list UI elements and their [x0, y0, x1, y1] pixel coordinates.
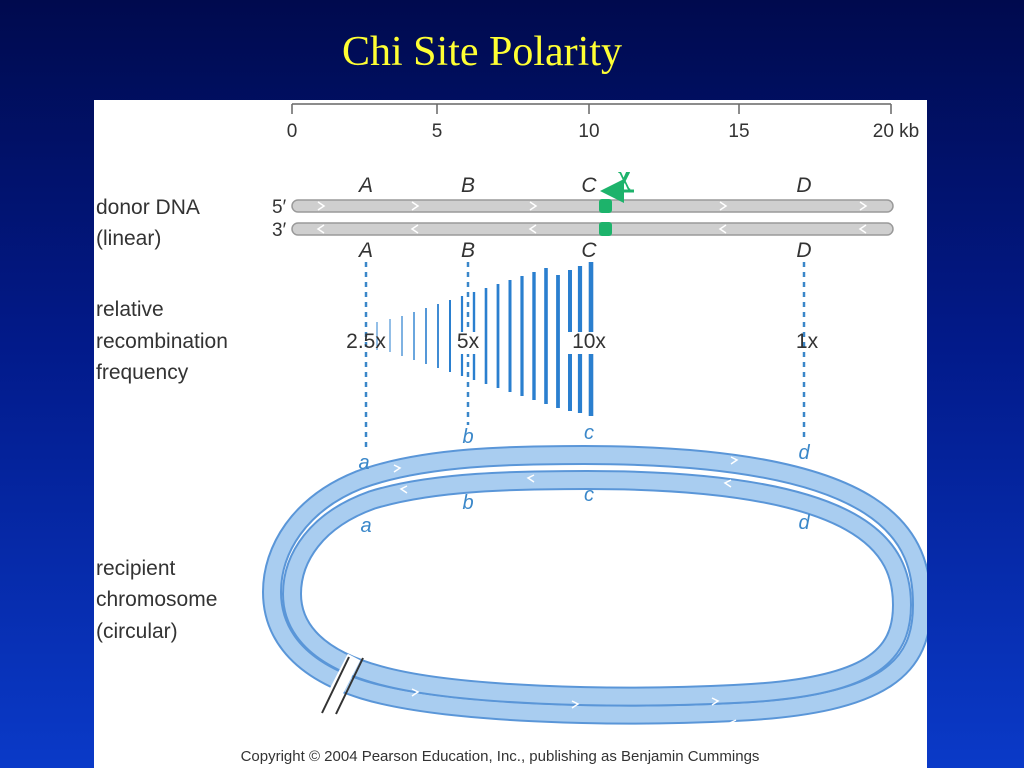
gene-B-top: B: [461, 174, 475, 197]
gene-D-top: D: [796, 174, 811, 197]
recipient-label-line3: (circular): [96, 620, 178, 643]
three-prime-label: 3′: [272, 220, 287, 241]
donor-label-line2: (linear): [96, 227, 161, 250]
gene-b-inner: b: [462, 492, 473, 514]
recipient-chromosome: [261, 444, 927, 728]
frequency-label-line3: frequency: [96, 361, 189, 384]
gene-D-bottom: D: [796, 239, 811, 262]
gene-B-bottom: B: [461, 239, 475, 262]
frequency-5x: 5x: [457, 330, 480, 353]
gene-d-outer: d: [798, 442, 810, 464]
slide-title: Chi Site Polarity: [341, 29, 622, 75]
gene-a-outer: a: [358, 452, 369, 474]
five-prime-label: 5′: [272, 197, 287, 218]
gene-b-outer: b: [462, 426, 473, 448]
ring-strand-arrows: [393, 456, 739, 728]
inner-ring: [283, 471, 911, 705]
tick-label-10: 10: [578, 121, 599, 142]
gene-C-bottom: C: [581, 239, 597, 262]
donor-top-strand: [291, 199, 894, 213]
recipient-label-line1: recipient: [96, 557, 176, 580]
bottom-strand-arrows: [316, 224, 867, 234]
frequency-label-line1: relative: [96, 298, 164, 321]
tick-label-15: 15: [728, 121, 749, 142]
chi-site-top: [599, 199, 612, 213]
frequency-2-5x: 2.5x: [346, 330, 386, 353]
gene-c-outer: c: [584, 422, 594, 444]
frequency-10x: 10x: [572, 330, 606, 353]
frequency-label-line2: recombination: [96, 330, 228, 353]
top-strand-arrows: [317, 201, 868, 211]
label-gap-5x: [455, 332, 479, 354]
kb-scale: 0 5 10 15 20 kb: [287, 103, 919, 142]
gene-A-bottom: A: [357, 239, 373, 262]
gene-c-inner: c: [584, 484, 594, 506]
copyright-text: Copyright © 2004 Pearson Education, Inc.…: [241, 748, 760, 765]
recipient-label-line2: chromosome: [96, 588, 217, 611]
chromosome-break-line: [321, 656, 350, 714]
frequency-1x: 1x: [796, 330, 819, 353]
tick-label-20kb: 20 kb: [873, 121, 919, 142]
diagram-figure: 0 5 10 15 20 kb donor DNA (linear) relat…: [94, 100, 927, 768]
donor-dna: 5′ 3′ χ A B C D A B C D: [272, 161, 894, 262]
donor-label-line1: donor DNA: [96, 196, 200, 219]
donor-bottom-strand: [291, 222, 894, 236]
chromosome-break-line: [335, 657, 364, 715]
gene-a-inner: a: [360, 515, 371, 537]
outer-ring: [263, 446, 927, 723]
gene-A-top: A: [357, 174, 373, 197]
gene-d-inner: d: [798, 512, 810, 534]
chi-symbol: χ: [617, 161, 631, 190]
label-gap-10x: [568, 332, 612, 354]
tick-label-5: 5: [432, 121, 443, 142]
chi-polarity-diagram: 0 5 10 15 20 kb donor DNA (linear) relat…: [96, 103, 927, 765]
tick-label-0: 0: [287, 121, 298, 142]
gene-C-top: C: [581, 174, 597, 197]
chi-site-bottom: [599, 222, 612, 236]
chromosome-break-gap: [317, 653, 361, 719]
frequency-bands: [376, 262, 594, 416]
